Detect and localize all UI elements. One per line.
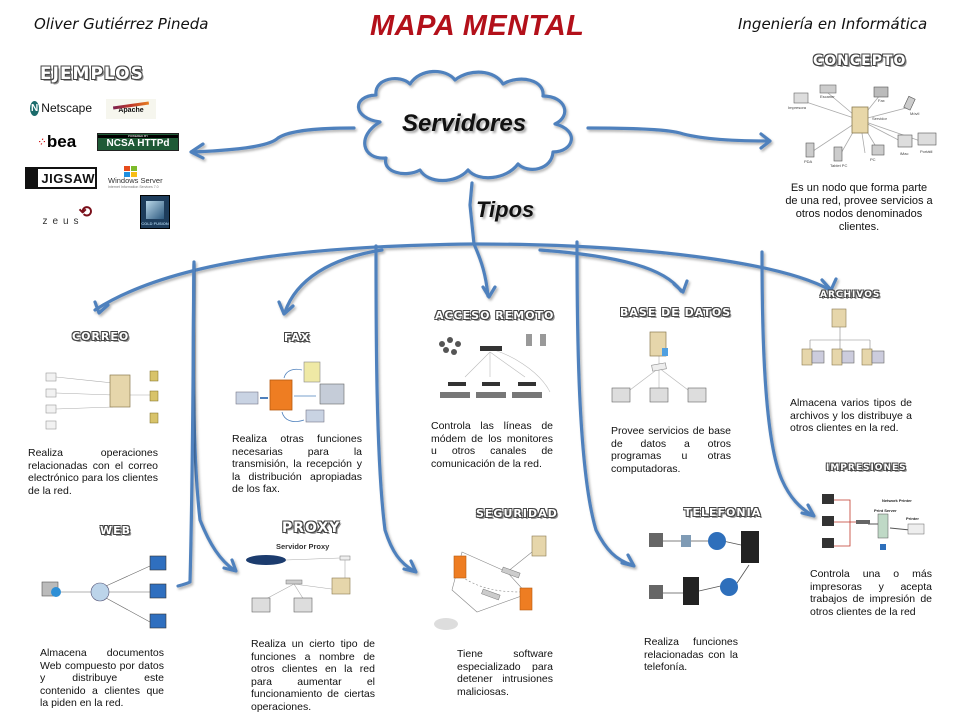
cloud-shape [356, 69, 573, 183]
connector-acceso-remoto [472, 242, 490, 298]
arrowhead-telefonia [620, 553, 636, 568]
arrowhead-archivos [820, 277, 838, 292]
web-illustration [41, 555, 167, 629]
windows-server-logo: Windows Server Internet Information Serv… [108, 163, 180, 191]
telefonia-title: Telefonia [684, 506, 762, 519]
connector-stem [468, 181, 476, 246]
seguridad-text: Tiene software especializado para detene… [457, 648, 553, 698]
arrowhead-seguridad [402, 559, 418, 574]
arrowhead-ejemplos [189, 142, 205, 160]
base-de-datos-title: Base de Datos [620, 306, 732, 319]
base-de-datos-illustration [611, 331, 707, 403]
fax-illustration [235, 361, 345, 423]
archivos-illustration [801, 308, 885, 366]
svg-text:PC: PC [870, 157, 876, 162]
acceso-remoto-title: Acceso Remoto [435, 309, 555, 322]
fax-title: Fax [284, 331, 311, 344]
author-name: Oliver Gutiérrez Pineda [34, 15, 209, 33]
connector-impresiones [760, 250, 814, 517]
connector-web-line [176, 262, 196, 588]
arrowhead-proxy [222, 558, 238, 573]
svg-text:Network Printer: Network Printer [882, 498, 912, 503]
coldfusion-logo: COLD FUSION [140, 195, 170, 229]
arrowhead-concepto [759, 132, 772, 150]
svg-text:iMac: iMac [900, 151, 908, 156]
svg-text:Portátil: Portátil [920, 149, 933, 154]
connector-concepto [586, 126, 770, 143]
arrowhead-acceso-remoto [481, 285, 497, 299]
svg-text:Escaner: Escaner [820, 94, 835, 99]
jigsaw-logo: JIGSAW [25, 167, 97, 189]
arrowhead-fax [277, 300, 295, 316]
career-name: Ingeniería en Informática [738, 15, 928, 33]
concept-text: Es un nodo que forma parte de una red, p… [785, 182, 933, 233]
connector-fax [283, 248, 384, 314]
proxy-title: Proxy [282, 520, 341, 536]
branch-label: Tipos [476, 197, 535, 222]
bea-logo: ⁘ bea [35, 132, 77, 151]
connector-ejemplos [190, 126, 356, 154]
zeus-logo: zeus ⟲ [42, 204, 92, 227]
svg-text:Printer: Printer [906, 516, 919, 521]
central-topic: Servidores [402, 110, 527, 137]
telefonia-illustration [649, 531, 759, 605]
fax-text: Realiza otras funciones necesarias para … [232, 433, 362, 495]
svg-text:Print Server: Print Server [874, 508, 897, 513]
ncsa-httpd-logo: POWERED BY NCSA HTTPd [97, 133, 179, 151]
web-text: Almacena documentos Web compuesto por da… [40, 647, 164, 709]
examples-title: Ejemplos [40, 64, 144, 84]
web-title: Web [100, 524, 132, 537]
arrowhead-base-de-datos [672, 279, 689, 294]
svg-text:Fax: Fax [878, 98, 885, 103]
archivos-title: Archivos [820, 290, 881, 300]
connector-seguridad [374, 244, 416, 573]
impresiones-text: Controla una o más impresoras y acepta t… [810, 568, 932, 618]
correo-title: Correo [72, 330, 130, 343]
acceso-remoto-text: Controla las líneas de módem de los moni… [431, 420, 553, 470]
connector-telefonia [575, 240, 634, 567]
telefonia-text: Realiza funciones relacionadas con la te… [644, 636, 738, 673]
svg-text:Impresora: Impresora [788, 105, 807, 110]
proxy-subtitle: Servidor Proxy [276, 542, 330, 551]
impresiones-title: Impresiones [826, 463, 907, 473]
archivos-text: Almacena varios tipos de archivos y los … [790, 397, 912, 434]
correo-illustration [45, 370, 159, 430]
svg-text:Tablet PC: Tablet PC [830, 163, 847, 168]
base-de-datos-text: Provee servicios de base de datos a otro… [611, 425, 731, 475]
svg-text:Móvil: Móvil [910, 111, 919, 116]
apache-logo: Apache [106, 99, 156, 119]
proxy-text: Realiza un cierto tipo de funciones a no… [251, 638, 375, 713]
seguridad-illustration [434, 535, 547, 630]
concept-title: Concepto [813, 53, 907, 69]
page-title: MAPA MENTAL [370, 10, 585, 42]
correo-text: Realiza operaciones relacionadas con el … [28, 447, 158, 497]
arrowhead-impresiones [800, 503, 816, 518]
svg-text:Servidor: Servidor [872, 116, 888, 121]
netscape-logo: N Netscape [30, 100, 92, 116]
svg-text:PDA: PDA [804, 159, 813, 164]
proxy-illustration [246, 555, 351, 613]
seguridad-title: Seguridad [476, 507, 558, 520]
concept-network-illustration: Impresora Escaner Fax Móvil Servidor PDA… [788, 84, 937, 168]
arrowhead-correo [93, 300, 110, 315]
acceso-remoto-illustration [439, 334, 551, 398]
